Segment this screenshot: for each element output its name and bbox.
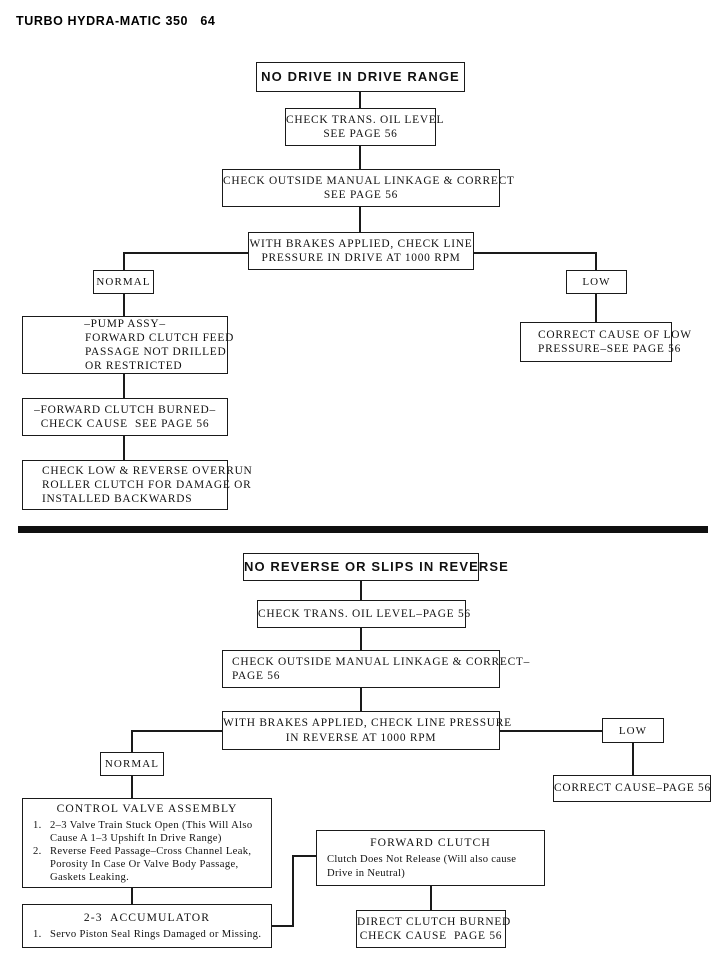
chart2-oil-level-line1: CHECK TRANS. OIL LEVEL–PAGE 56 [258,607,471,620]
chart1-roller-clutch-line1: CHECK LOW & REVERSE OVERRUN [42,464,253,477]
chart1-pump-assy-line1: –PUMP ASSY– [84,317,166,330]
chart1-low-label-box: LOW [566,270,627,294]
connector-c1-normal-to-pump [123,294,125,316]
chart1-normal-label-text: NORMAL [96,276,151,288]
chart1-title-box: NO DRIVE IN DRIVE RANGE [256,62,465,92]
page-title: TURBO HYDRA-MATIC 350 64 [16,14,216,28]
chart2-accumulator-box: 2-3 ACCUMULATOR 1. Servo Piston Seal Rin… [22,904,272,948]
list-item: 1. 2–3 Valve Train Stuck Open (This Will… [31,819,265,845]
connector-c1-pressure-right [472,252,597,254]
chart1-roller-clutch-line3: INSTALLED BACKWARDS [42,493,193,506]
chart2-control-valve-list: 1. 2–3 Valve Train Stuck Open (This Will… [23,819,271,884]
chart2-forward-clutch-box: FORWARD CLUTCH Clutch Does Not Release (… [316,830,545,886]
chart1-roller-clutch-line2: ROLLER CLUTCH FOR DAMAGE OR [42,478,252,491]
chart1-pressure-line2: PRESSURE IN DRIVE AT 1000 RPM [261,252,461,264]
connector-c2-normal-to-controlvalve [131,776,133,798]
section-divider [18,526,708,533]
chart1-fwd-clutch-line1: –FORWARD CLUTCH BURNED– [34,403,216,416]
chart1-title-text: NO DRIVE IN DRIVE RANGE [261,69,460,84]
chart1-pump-assy-box: –PUMP ASSY– FORWARD CLUTCH FEED PASSAGE … [22,316,235,374]
chart2-linkage-line2: PAGE 56 [232,670,281,682]
connector-c2-controlvalve-to-accumulator [131,888,133,904]
chart1-linkage-box: CHECK OUTSIDE MANUAL LINKAGE & CORRECT S… [222,169,515,207]
chart2-title-box: NO REVERSE OR SLIPS IN REVERSE [243,553,509,581]
chart2-pressure-box: WITH BRAKES APPLIED, CHECK LINE PRESSURE… [222,711,512,750]
chart2-accumulator-list: 1. Servo Piston Seal Rings Damaged or Mi… [23,928,271,941]
connector-c1-left-down-to-normal [123,252,125,274]
chart1-pressure-line1: WITH BRAKES APPLIED, CHECK LINE [249,237,473,250]
chart2-normal-label-box: NORMAL [100,752,164,776]
chart2-low-label-box: LOW [602,718,664,743]
connector-c2-accumulator-up [292,855,294,926]
chart1-oil-level-box: CHECK TRANS. OIL LEVEL SEE PAGE 56 [285,108,445,146]
list-item-text: Servo Piston Seal Rings Damaged or Missi… [50,929,262,941]
chart1-pump-assy-line2: FORWARD CLUTCH FEED [85,331,235,344]
connector-c2-pressure-right [498,730,604,732]
chart1-correct-low-line2: PRESSURE–SEE PAGE 56 [538,343,682,355]
chart1-pump-assy-line4: OR RESTRICTED [85,360,183,373]
chart1-roller-clutch-box: CHECK LOW & REVERSE OVERRUN ROLLER CLUTC… [22,460,253,510]
chart1-fwd-clutch-line2: CHECK CAUSE SEE PAGE 56 [40,418,210,430]
connector-c1-right-down-to-low [595,252,597,274]
chart1-pressure-box: WITH BRAKES APPLIED, CHECK LINE PRESSURE… [248,232,474,270]
connector-c1-fwdclutch-to-roller [123,436,125,460]
connector-c1-oil-to-linkage [359,146,361,169]
connector-c2-forwardclutch-to-directclutch [430,886,432,910]
connector-c2-into-forward-clutch [292,855,318,857]
chart1-normal-label-box: NORMAL [93,270,154,294]
connector-c2-accumulator-right [272,925,294,927]
connector-c1-pump-to-fwdclutch [123,374,125,398]
list-item-number: 2. [33,846,42,858]
chart1-linkage-line2: SEE PAGE 56 [323,189,399,201]
chart2-linkage-line1: CHECK OUTSIDE MANUAL LINKAGE & CORRECT– [232,655,531,668]
connector-c2-title-to-oil [360,581,362,600]
list-item: 2. Reverse Feed Passage–Cross Channel Le… [31,845,265,884]
chart2-normal-label-text: NORMAL [104,758,160,770]
chart2-accumulator-heading: 2-3 ACCUMULATOR [83,910,211,924]
chart1-pump-assy-line3: PASSAGE NOT DRILLED [85,346,227,358]
chart2-pressure-line1: WITH BRAKES APPLIED, CHECK LINE PRESSURE [223,717,512,730]
chart1-forward-clutch-burned-box: –FORWARD CLUTCH BURNED– CHECK CAUSE SEE … [22,398,228,436]
chart2-control-valve-heading: CONTROL VALVE ASSEMBLY [56,801,238,815]
connector-c2-linkage-to-pressure [360,688,362,711]
list-item-number: 1. [33,929,42,941]
connector-c2-left-down-to-normal [131,730,133,752]
chart2-correct-cause-box: CORRECT CAUSE–PAGE 56 [553,775,711,802]
chart1-correct-low-line1: CORRECT CAUSE OF LOW [538,328,692,341]
chart1-linkage-line1: CHECK OUTSIDE MANUAL LINKAGE & CORRECT [223,174,515,187]
connector-c2-oil-to-linkage [360,628,362,650]
chart2-forward-clutch-heading: FORWARD CLUTCH [370,835,491,849]
chart2-low-label-text: LOW [618,724,648,737]
connector-c2-low-to-correct [632,743,634,775]
connector-c1-linkage-to-pressure [359,207,361,232]
chart2-direct-clutch-box: DIRECT CLUTCH BURNED CHECK CAUSE PAGE 56 [356,910,512,948]
chart2-control-valve-box: CONTROL VALVE ASSEMBLY 1. 2–3 Valve Trai… [22,798,272,888]
chart2-linkage-box: CHECK OUTSIDE MANUAL LINKAGE & CORRECT– … [222,650,531,688]
chart1-correct-low-box: CORRECT CAUSE OF LOW PRESSURE–SEE PAGE 5… [520,322,692,362]
list-item-text: Reverse Feed Passage–Cross Channel Leak,… [50,846,252,884]
connector-c1-pressure-left [123,252,250,254]
chart2-forward-clutch-body: Clutch Does Not Release (Will also cause… [327,854,517,879]
chart1-low-label-text: LOW [582,276,611,288]
chart2-direct-clutch-line2: CHECK CAUSE PAGE 56 [359,930,503,942]
connector-c1-low-to-correct [595,294,597,322]
chart1-oil-level-line2: SEE PAGE 56 [323,128,398,140]
chart2-correct-cause-line1: CORRECT CAUSE–PAGE 56 [554,782,711,795]
list-item-text: 2–3 Valve Train Stuck Open (This Will Al… [50,819,253,844]
connector-c1-title-to-oil [359,92,361,108]
chart2-direct-clutch-line1: DIRECT CLUTCH BURNED [357,915,512,928]
chart2-title-text: NO REVERSE OR SLIPS IN REVERSE [244,559,509,574]
chart2-pressure-line2: IN REVERSE AT 1000 RPM [285,731,437,744]
chart2-oil-level-box: CHECK TRANS. OIL LEVEL–PAGE 56 [257,600,471,628]
list-item: 1. Servo Piston Seal Rings Damaged or Mi… [31,928,265,941]
connector-c2-pressure-left [131,730,224,732]
list-item-number: 1. [33,819,42,831]
chart1-oil-level-line1: CHECK TRANS. OIL LEVEL [286,113,445,126]
